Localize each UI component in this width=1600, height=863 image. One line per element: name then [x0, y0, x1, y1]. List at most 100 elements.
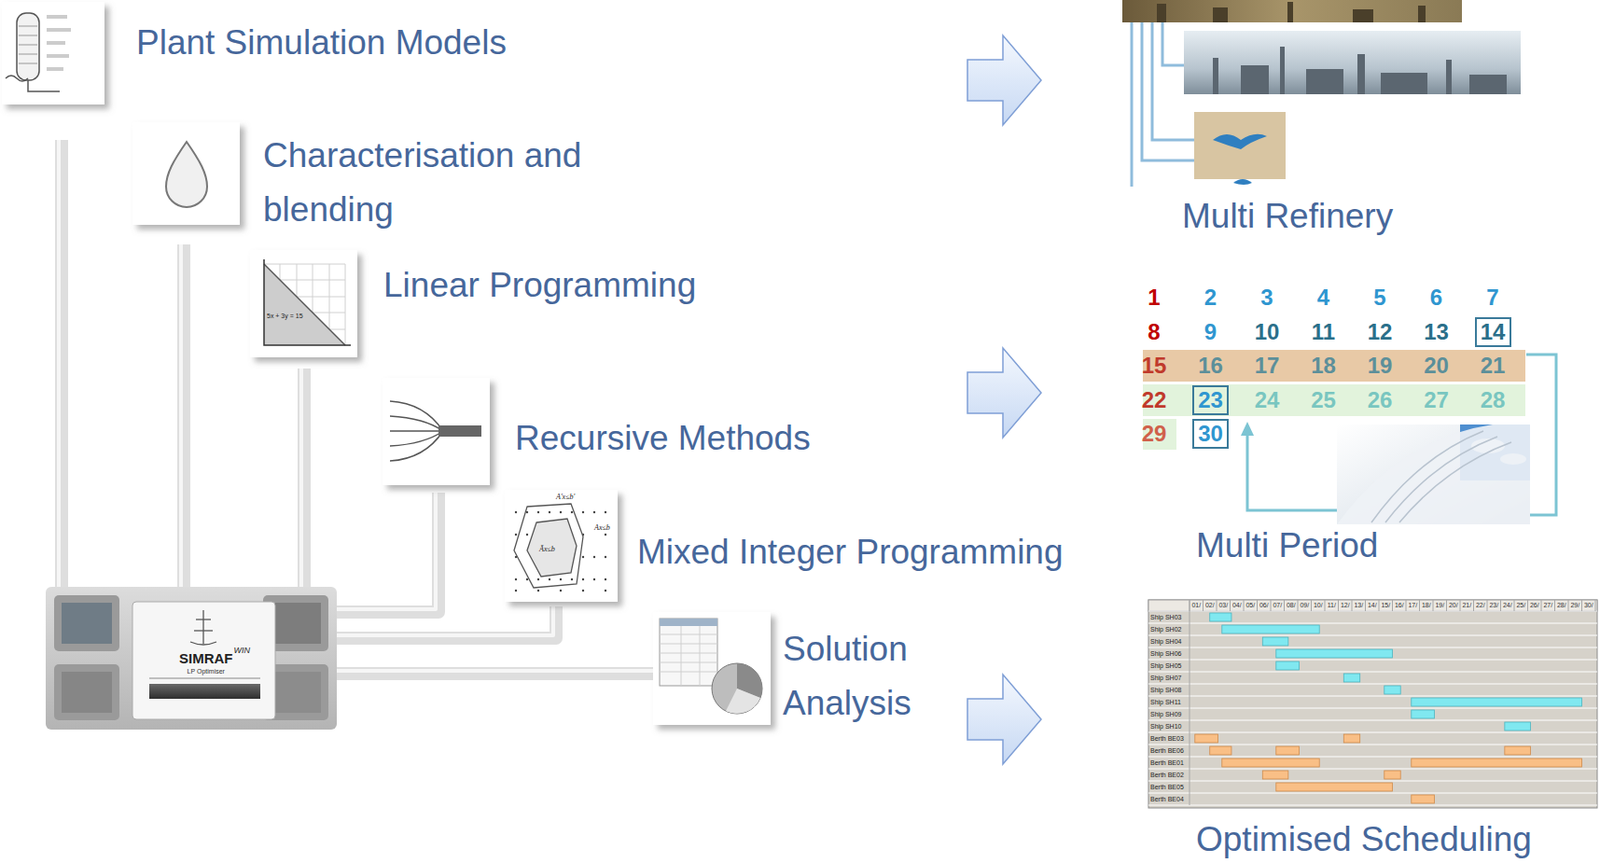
calendar-day: 23 [1187, 387, 1235, 414]
gantt-day-line [1487, 599, 1489, 612]
block-arrows [967, 35, 1042, 765]
gantt-row-label: Ship SH06 [1150, 649, 1182, 659]
gantt-row-label: Berth BE02 [1150, 770, 1184, 780]
gantt-row-label: Ship SH09 [1150, 709, 1182, 720]
calendar-day: 2 [1187, 284, 1235, 311]
gantt-row-line [1148, 768, 1598, 770]
calendar-day: 22 [1130, 387, 1178, 414]
heading-text: Characterisation and blending [263, 128, 665, 237]
gantt-day-line [1527, 599, 1529, 612]
gantt-day-header: 01/ [1189, 600, 1204, 611]
calendar-day: 12 [1356, 319, 1404, 346]
calendar-day: 27 [1413, 387, 1461, 414]
berth-bar [1504, 746, 1531, 755]
calendar-day: 1 [1130, 284, 1178, 311]
gantt-day-line [1216, 599, 1218, 612]
gantt-day-line [1202, 599, 1204, 612]
gantt-day-header: 30/ [1582, 600, 1597, 611]
gantt-row-line [1148, 720, 1598, 722]
heading-text: Solution Analysis [782, 622, 970, 731]
gantt-day-line [1554, 599, 1556, 612]
calendar-day: 26 [1356, 387, 1404, 414]
berth-bar [1195, 734, 1219, 743]
gantt-day-line [1391, 599, 1393, 612]
gantt-row-label: Ship SH02 [1150, 625, 1182, 635]
ship-bar [1411, 697, 1583, 707]
gantt-day-header: 09/ [1297, 600, 1312, 611]
gantt-day-line [1310, 599, 1312, 612]
ship-bar [1504, 722, 1531, 731]
calendar-day: 8 [1130, 319, 1178, 346]
gantt-row-line [1148, 611, 1598, 613]
gantt-day-header: 23/ [1487, 600, 1502, 611]
gantt-row-line [1148, 708, 1598, 710]
berth-bar [1411, 758, 1583, 767]
gantt-label-divider [1189, 599, 1191, 806]
heading-text: Optimised Scheduling [1196, 819, 1532, 861]
gantt-row-line [1148, 623, 1598, 625]
gantt-row-line [1148, 635, 1598, 637]
gantt-day-header: 05/ [1243, 600, 1258, 611]
constraint-label: A'x≤b' [555, 492, 576, 501]
gantt-day-header: 29/ [1568, 600, 1583, 611]
ship-bar [1411, 709, 1435, 719]
gantt-day-line [1460, 599, 1461, 612]
gantt-row-line [1148, 793, 1598, 794]
gantt-day-line [1568, 599, 1570, 612]
gantt-row-label: Berth BE03 [1150, 734, 1184, 744]
berth-bar [1411, 794, 1435, 804]
gantt-day-line [1297, 599, 1299, 612]
ship-bar [1222, 625, 1320, 634]
gantt-day-header: 26/ [1528, 600, 1543, 611]
gantt-day-line [1337, 599, 1339, 612]
ship-bar [1276, 649, 1393, 658]
equation-label: 5x + 3y = 15 [266, 311, 304, 320]
gantt-row-label: Ship SH03 [1150, 612, 1182, 623]
gantt-day-line [1243, 599, 1245, 612]
gantt-day-header: 08/ [1284, 600, 1299, 611]
gantt-frame [1148, 599, 1598, 808]
berth-bar [1384, 770, 1401, 780]
calendar-day: 15 [1130, 352, 1178, 379]
calendar-day: 7 [1469, 284, 1517, 311]
gantt-day-header: 12/ [1338, 600, 1353, 611]
calendar-day: 30 [1187, 420, 1235, 447]
solution-icon [653, 612, 771, 725]
calendar-day: 13 [1413, 319, 1461, 346]
calendar-day: 10 [1243, 319, 1291, 346]
calendar-day: 20 [1413, 352, 1461, 379]
constraint-label: Ax≤b [593, 523, 612, 532]
berth-bar [1262, 770, 1289, 780]
gantt-day-line [1324, 599, 1326, 612]
gantt-day-header: 02/ [1203, 600, 1218, 611]
drop-icon [132, 122, 240, 225]
gantt-day-line [1364, 599, 1366, 612]
gantt-day-header: 04/ [1230, 600, 1245, 611]
calendar-day: 18 [1300, 352, 1348, 379]
gantt-day-line [1229, 599, 1231, 612]
logo-text: SIMRAF [179, 650, 234, 668]
gantt-day-header: 17/ [1405, 600, 1420, 611]
calendar-day: 29 [1130, 420, 1178, 447]
gantt-row-label: Ship SH08 [1150, 685, 1182, 696]
calendar-day: 14 [1469, 319, 1517, 346]
gantt-day-header: 10/ [1311, 600, 1326, 611]
heading-text: Plant Simulation Models [136, 22, 507, 64]
gantt-day-line [1446, 599, 1447, 612]
gantt-row-line [1148, 744, 1598, 746]
gantt-row-label: Berth BE01 [1150, 758, 1184, 768]
logo-superscript: WIN [234, 645, 251, 655]
heading-text: Multi Period [1196, 525, 1378, 567]
berth-bar [1276, 782, 1393, 792]
berth-bar [1276, 746, 1300, 755]
plant-icon [1, 1, 105, 105]
gantt-day-header: 20/ [1446, 600, 1461, 611]
calendar-day: 11 [1300, 319, 1348, 346]
gantt-row-label: Berth BE06 [1150, 746, 1184, 756]
gantt-day-line [1419, 599, 1420, 612]
ship-bar [1384, 685, 1401, 695]
gantt-day-header: 07/ [1270, 600, 1285, 611]
calendar-day: 17 [1243, 352, 1291, 379]
gantt-day-header: 22/ [1474, 600, 1489, 611]
